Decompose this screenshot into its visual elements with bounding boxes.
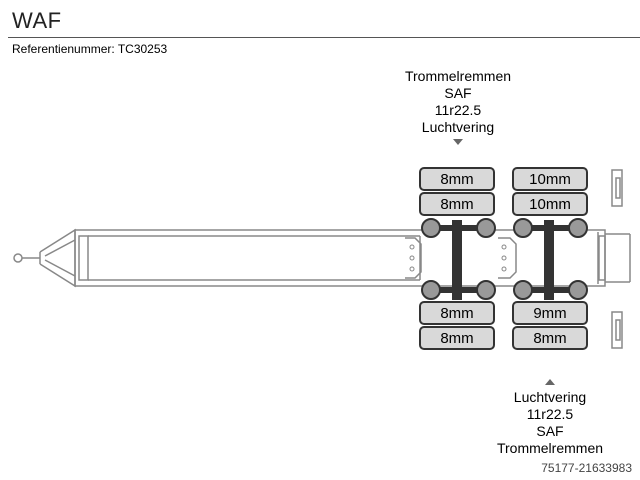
tire-axle1-bottom-outer: 8mm	[419, 326, 495, 350]
reference-number: Referentienummer: TC30253	[12, 42, 168, 56]
tire-label: 10mm	[529, 171, 571, 188]
tire-axle2-bottom-outer: 8mm	[512, 326, 588, 350]
axle-brand: SAF	[444, 85, 472, 101]
frame-holes	[409, 244, 507, 272]
page-title: WAF	[12, 8, 62, 33]
tow-eye	[13, 253, 23, 263]
watermark: 75177-21633983	[541, 461, 632, 475]
chassis-frame	[74, 229, 631, 287]
hub-axle2-top-right	[568, 218, 588, 238]
tire-size: 11r22.5	[434, 102, 482, 118]
hub-axle1-bottom-right	[476, 280, 496, 300]
tire-size: 11r22.5	[526, 406, 574, 422]
tire-label: 9mm	[533, 305, 566, 322]
axle-1-info: Trommelremmen SAF 11r22.5 Luchtvering	[388, 68, 528, 136]
title-divider	[8, 37, 640, 38]
axle-brand: SAF	[536, 423, 564, 439]
hub-axle1-top-right	[476, 218, 496, 238]
drawbar	[13, 228, 76, 288]
tire-axle2-top-outer: 10mm	[512, 167, 588, 191]
arrow-up-icon	[545, 379, 555, 385]
tire-axle2-bottom-inner: 9mm	[512, 301, 588, 325]
hub-axle2-bottom-left	[513, 280, 533, 300]
arrow-down-icon	[453, 139, 463, 145]
tire-label: 8mm	[533, 330, 566, 347]
hub-axle2-top-left	[513, 218, 533, 238]
axle-2	[513, 218, 588, 300]
brake-type: Trommelremmen	[404, 68, 512, 84]
hub-axle1-top-left	[421, 218, 441, 238]
tire-label: 10mm	[529, 196, 571, 213]
tire-axle1-top-inner: 8mm	[419, 192, 495, 216]
suspension-type: Luchtvering	[421, 119, 495, 135]
tire-axle2-top-inner: 10mm	[512, 192, 588, 216]
tire-axle1-top-outer: 8mm	[419, 167, 495, 191]
tire-label: 8mm	[440, 196, 473, 213]
hub-axle1-bottom-left	[421, 280, 441, 300]
tire-label: 8mm	[440, 305, 473, 322]
axle-2-info: Luchtvering 11r22.5 SAF Trommelremmen	[480, 389, 620, 457]
brake-type: Trommelremmen	[496, 440, 604, 456]
tire-label: 8mm	[440, 330, 473, 347]
tire-axle1-bottom-inner: 8mm	[419, 301, 495, 325]
hub-axle2-bottom-right	[568, 280, 588, 300]
axle-1	[421, 218, 496, 300]
suspension-type: Luchtvering	[513, 389, 587, 405]
rear-lights	[611, 169, 623, 349]
tire-label: 8mm	[440, 171, 473, 188]
